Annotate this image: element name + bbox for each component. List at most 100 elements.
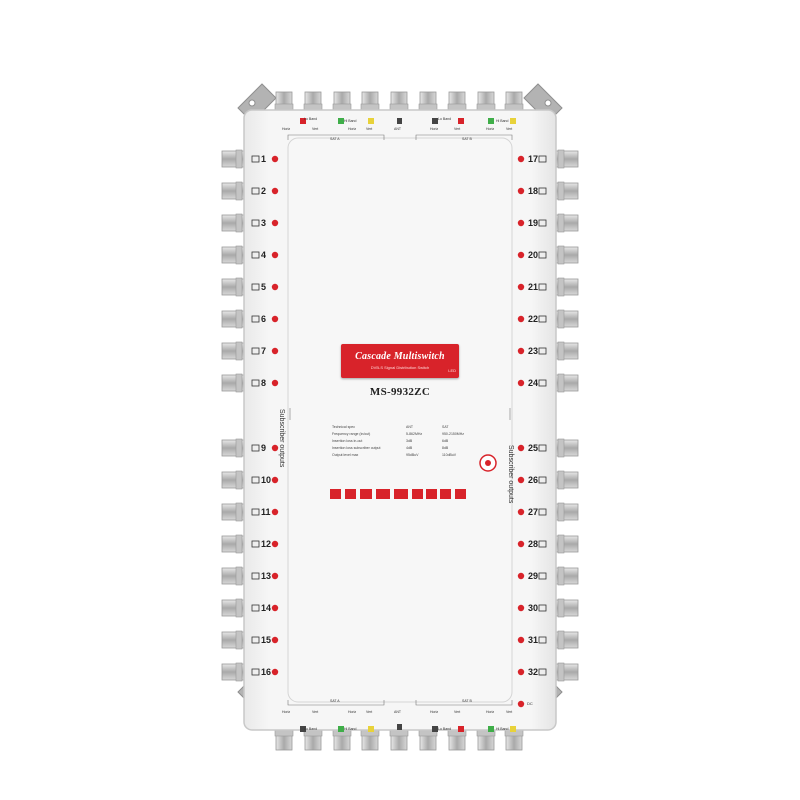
f-connector-top bbox=[274, 91, 294, 113]
spec-table: Technical spec ANT SAT Frequency range (… bbox=[332, 424, 482, 459]
spec-cell: 950-2150MHz bbox=[442, 432, 464, 436]
port-icon bbox=[251, 668, 260, 676]
output-port-number: 28 bbox=[527, 539, 538, 549]
f-connector-left bbox=[221, 662, 247, 682]
output-port-number: 16 bbox=[261, 667, 272, 677]
port-icon bbox=[538, 283, 547, 291]
port-icon bbox=[538, 540, 547, 548]
output-port-number: 7 bbox=[261, 346, 267, 356]
product-title: Cascade Multiswitch bbox=[355, 351, 445, 362]
output-port-number: 22 bbox=[527, 314, 538, 324]
f-connector-left bbox=[221, 245, 247, 265]
top-hi-band-label: Hi Band bbox=[344, 119, 357, 123]
spec-cell: 5-862MHz bbox=[406, 432, 423, 436]
port-icon bbox=[538, 508, 547, 516]
f-connector-bottom bbox=[476, 727, 496, 751]
output-port-number: 3 bbox=[261, 218, 267, 228]
top-lo-band-label-b: Lo Band bbox=[438, 117, 452, 121]
f-connector-bottom bbox=[274, 727, 294, 751]
bottom-horiz-label-b: Horiz bbox=[430, 710, 439, 714]
f-connector-right bbox=[553, 309, 579, 329]
output-port-number: 18 bbox=[527, 186, 538, 196]
model-number: MS-9932ZC bbox=[369, 386, 431, 398]
spec-cell: 95dBuV bbox=[406, 453, 419, 457]
output-port-number: 1 bbox=[261, 154, 267, 164]
spec-cell: 4dB bbox=[406, 446, 413, 450]
port-icon bbox=[251, 155, 260, 163]
spec-cell: Insertion loss subscriber output bbox=[332, 446, 381, 450]
port-icon bbox=[538, 444, 547, 452]
spec-row: Insertion loss subscriber output 4dB 8dB bbox=[332, 445, 482, 452]
f-connector-left bbox=[221, 566, 247, 586]
f-connector-top bbox=[360, 91, 380, 113]
f-connector-right bbox=[553, 534, 579, 554]
output-port-number: 31 bbox=[527, 635, 538, 645]
spec-cell: 6dB bbox=[442, 439, 449, 443]
port-icon bbox=[251, 476, 260, 484]
port-icon bbox=[251, 251, 260, 259]
f-connector-top bbox=[332, 91, 352, 113]
output-port-number: 13 bbox=[261, 571, 272, 581]
spec-row: Insertion loss in-out 3dB 6dB bbox=[332, 438, 482, 445]
power-indicator bbox=[517, 700, 525, 708]
port-icon bbox=[538, 155, 547, 163]
output-led bbox=[517, 251, 525, 259]
output-led bbox=[517, 604, 525, 612]
f-connector-right bbox=[553, 598, 579, 618]
port-icon bbox=[251, 604, 260, 612]
bottom-cascade-connectors bbox=[274, 727, 524, 751]
f-connector-right bbox=[553, 341, 579, 361]
f-connector-right bbox=[553, 630, 579, 650]
bottom-lo-band-label: Lo Band bbox=[304, 727, 318, 731]
output-led bbox=[517, 219, 525, 227]
f-connector-left bbox=[221, 534, 247, 554]
bottom-ant-label: ANT bbox=[394, 710, 401, 714]
output-led bbox=[271, 636, 279, 644]
output-led bbox=[271, 572, 279, 580]
f-connector-left bbox=[221, 341, 247, 361]
output-port-number: 9 bbox=[261, 443, 267, 453]
bottom-vert-label-2: Vert bbox=[366, 710, 373, 714]
output-led bbox=[517, 668, 525, 676]
output-port-number: 20 bbox=[527, 250, 538, 260]
port-icon bbox=[538, 379, 547, 387]
top-vert-label-b: Vert bbox=[454, 127, 461, 131]
bottom-horiz-label-b2: Horiz bbox=[486, 710, 495, 714]
spec-row: Output level max 95dBuV 110dBuV bbox=[332, 452, 482, 459]
f-connector-top bbox=[389, 91, 409, 113]
led-label: LED bbox=[448, 368, 456, 373]
subscriber-outputs-label-left: Subscriber outputs bbox=[278, 409, 285, 468]
output-led bbox=[517, 540, 525, 548]
port-icon bbox=[538, 636, 547, 644]
spec-header: ANT bbox=[406, 425, 413, 429]
spec-header-row: Technical spec ANT SAT bbox=[332, 424, 482, 431]
warranty-seal bbox=[479, 454, 497, 472]
output-led bbox=[271, 476, 279, 484]
output-port-number: 21 bbox=[527, 282, 538, 292]
top-horiz-label-b: Horiz bbox=[430, 127, 439, 131]
top-ant-label: ANT bbox=[394, 127, 401, 131]
output-led bbox=[517, 476, 525, 484]
top-horiz-label: Horiz bbox=[282, 127, 291, 131]
f-connector-right bbox=[553, 566, 579, 586]
bottom-sat-b-label: SAT B bbox=[462, 699, 472, 703]
output-led bbox=[271, 315, 279, 323]
output-led bbox=[271, 347, 279, 355]
output-led bbox=[517, 444, 525, 452]
f-connector-bottom bbox=[332, 727, 352, 751]
output-port-number: 32 bbox=[527, 667, 538, 677]
f-connector-bottom bbox=[303, 727, 323, 751]
sat-group-lines bbox=[287, 134, 513, 706]
output-led bbox=[271, 540, 279, 548]
port-icon bbox=[538, 187, 547, 195]
f-connector-right bbox=[553, 245, 579, 265]
output-port-number: 14 bbox=[261, 603, 272, 613]
f-connector-top bbox=[504, 91, 524, 113]
bottom-vert-label-b: Vert bbox=[454, 710, 461, 714]
f-connector-left bbox=[221, 181, 247, 201]
bottom-horiz-label: Horiz bbox=[282, 710, 291, 714]
bottom-vert-label: Vert bbox=[312, 710, 319, 714]
f-connector-top bbox=[447, 91, 467, 113]
bottom-horiz-label-2: Horiz bbox=[348, 710, 357, 714]
output-port-number: 27 bbox=[527, 507, 538, 517]
